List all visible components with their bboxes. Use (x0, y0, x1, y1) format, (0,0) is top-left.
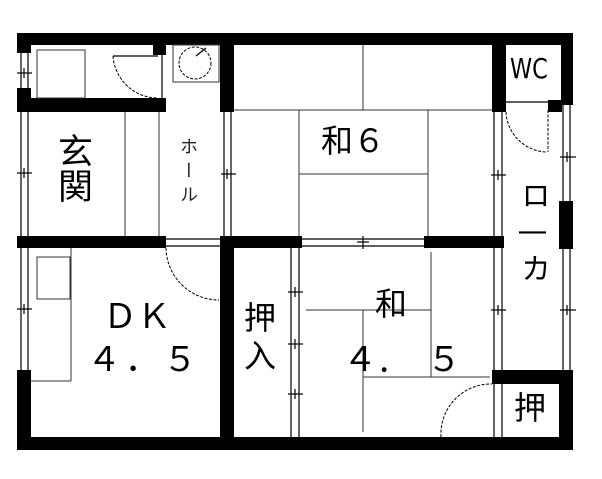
room-label-washitsu45: 和 (375, 285, 408, 323)
wall-closet-right-top (492, 370, 573, 384)
wall-wash-right (153, 33, 166, 55)
sink (36, 256, 71, 300)
room-label-closet-right: 押 (514, 389, 547, 427)
wall-wc-bottom (548, 100, 562, 112)
room-label-corridor: ロ—カ (515, 180, 550, 287)
wall-wash-bottom (17, 98, 166, 112)
wall-right-mid (559, 201, 573, 249)
door-swing-dk (165, 247, 220, 301)
entrance-text: 玄関 (52, 133, 92, 203)
wall-hall-washitsu (220, 33, 234, 112)
room-label-entrance: 玄関 (50, 133, 92, 214)
wall-wc-left (492, 33, 506, 112)
room-label-dk-size: ４．５ (87, 340, 201, 380)
door-swing-wc (505, 111, 547, 153)
washing-machine (36, 49, 86, 99)
wall-entrance-dk (17, 236, 166, 248)
wall-bottom (17, 437, 573, 450)
wall-right-top (561, 33, 573, 105)
room-label-closet-left: 押入 (239, 301, 277, 377)
door-swing-wash (112, 55, 159, 99)
wall-dk-closet (220, 248, 234, 450)
room-label-dk: ＤＫ (103, 297, 171, 337)
wall-top (17, 33, 573, 45)
wash-basin (172, 44, 220, 83)
room-label-washitsu45-size-b: ５ (427, 340, 461, 380)
room-label-wc: WC (510, 52, 548, 85)
room-label-washitsu45-size-dot: ． (377, 345, 407, 380)
wall-washitsu-mid-left (220, 236, 302, 248)
wall-right-bottom (559, 370, 573, 450)
door-swing-washitsu45 (440, 383, 493, 438)
room-label-washitsu45-size-a: ４ (343, 340, 377, 380)
wall-left-top (17, 33, 31, 53)
wall-left-bottom (17, 370, 31, 450)
room-label-hall: ホール (177, 137, 198, 209)
wall-washitsu-mid-right (424, 236, 504, 248)
room-label-washitsu6: 和６ (321, 122, 386, 160)
